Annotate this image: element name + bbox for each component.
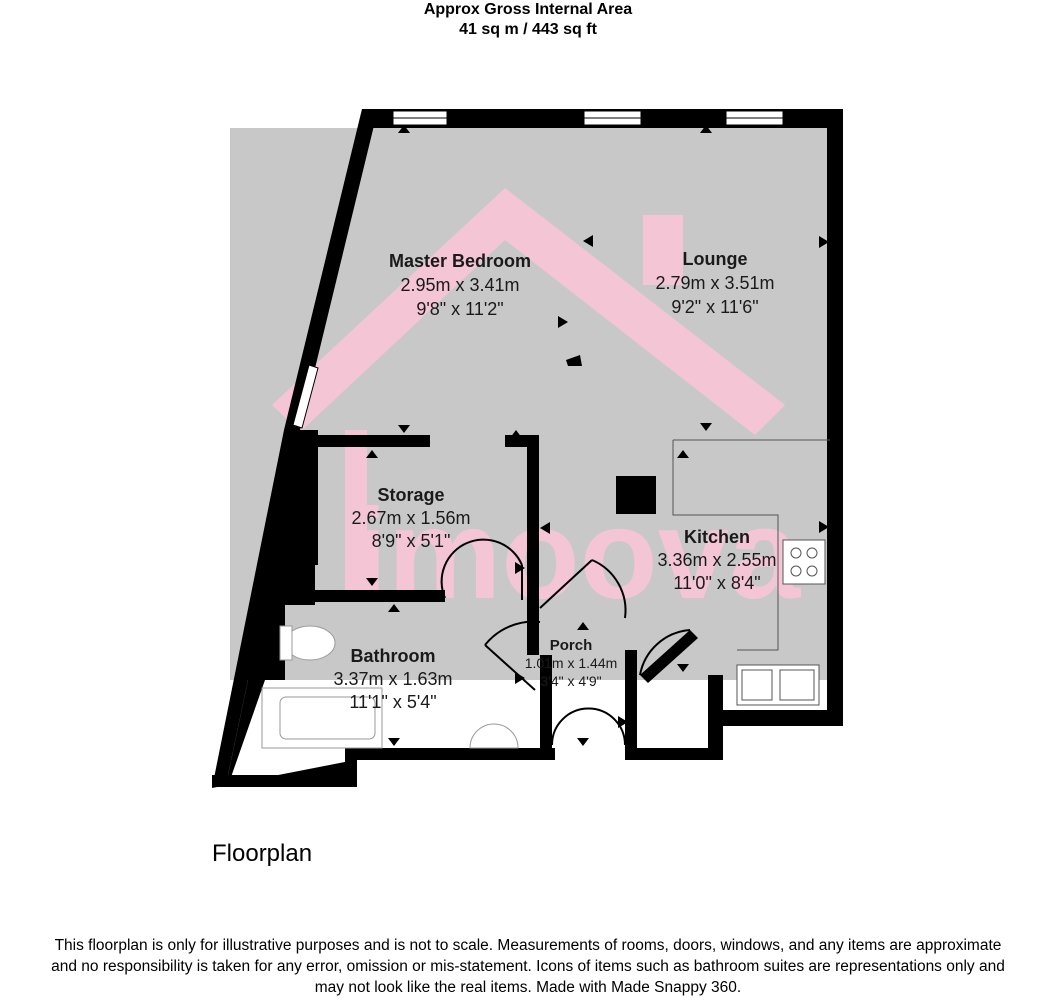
room-metric: 2.95m x 3.41m [400,275,519,295]
room-metric: 2.67m x 1.56m [351,508,470,528]
windows [292,110,784,429]
room-label-lounge: Lounge 2.79m x 3.51m 9'2" x 11'6" [655,249,774,317]
disclaimer-line: may not look like the real items. Made w… [314,979,742,996]
watermark-text: imoova [352,483,801,626]
area-title: Approx Gross Internal Area 41 sq m / 443… [0,0,1056,40]
room-imperial: 8'9" x 5'1" [372,531,451,551]
room-imperial: 11'0" x 8'4" [673,573,760,593]
disclaimer: This floorplan is only for illustrative … [0,935,1056,998]
watermark-logo: imoova [272,188,801,626]
room-label-master-bedroom: Master Bedroom 2.95m x 3.41m 9'8" x 11'2… [389,251,531,319]
room-name: Kitchen [684,527,750,547]
room-imperial: 9'2" x 11'6" [671,297,758,317]
room-name: Master Bedroom [389,251,531,271]
room-name: Porch [550,637,593,654]
room-imperial: 11'1" x 5'4" [349,692,436,712]
area-value: 41 sq m / 443 sq ft [459,21,597,38]
room-imperial: 3'4" x 4'9" [540,673,601,689]
room-label-kitchen: Kitchen 3.36m x 2.55m 11'0" x 8'4" [657,527,776,593]
room-name: Storage [377,485,444,505]
room-metric: 1.01m x 1.44m [525,655,618,671]
room-metric: 3.36m x 2.55m [657,550,776,570]
room-name: Bathroom [351,646,436,666]
kitchen-counter [672,439,830,706]
room-metric: 2.79m x 3.51m [655,273,774,293]
bathroom-fittings [261,625,519,749]
room-name: Lounge [683,249,748,269]
direction-arrows [366,125,829,746]
room-imperial: 9'8" x 11'2" [416,299,503,319]
room-label-bathroom: Bathroom 3.37m x 1.63m 11'1" x 5'4" [333,646,452,712]
room-metric: 3.37m x 1.63m [333,669,452,689]
disclaimer-line: and no responsibility is taken for any e… [51,958,1005,975]
area-heading: Approx Gross Internal Area [423,1,633,18]
room-label-storage: Storage 2.67m x 1.56m 8'9" x 5'1" [351,485,470,551]
room-label-porch: Porch 1.01m x 1.44m 3'4" x 4'9" [525,637,618,689]
door-swings [440,538,691,746]
floorplan-label: Floorplan [212,840,313,867]
disclaimer-line: This floorplan is only for illustrative … [54,937,1002,954]
